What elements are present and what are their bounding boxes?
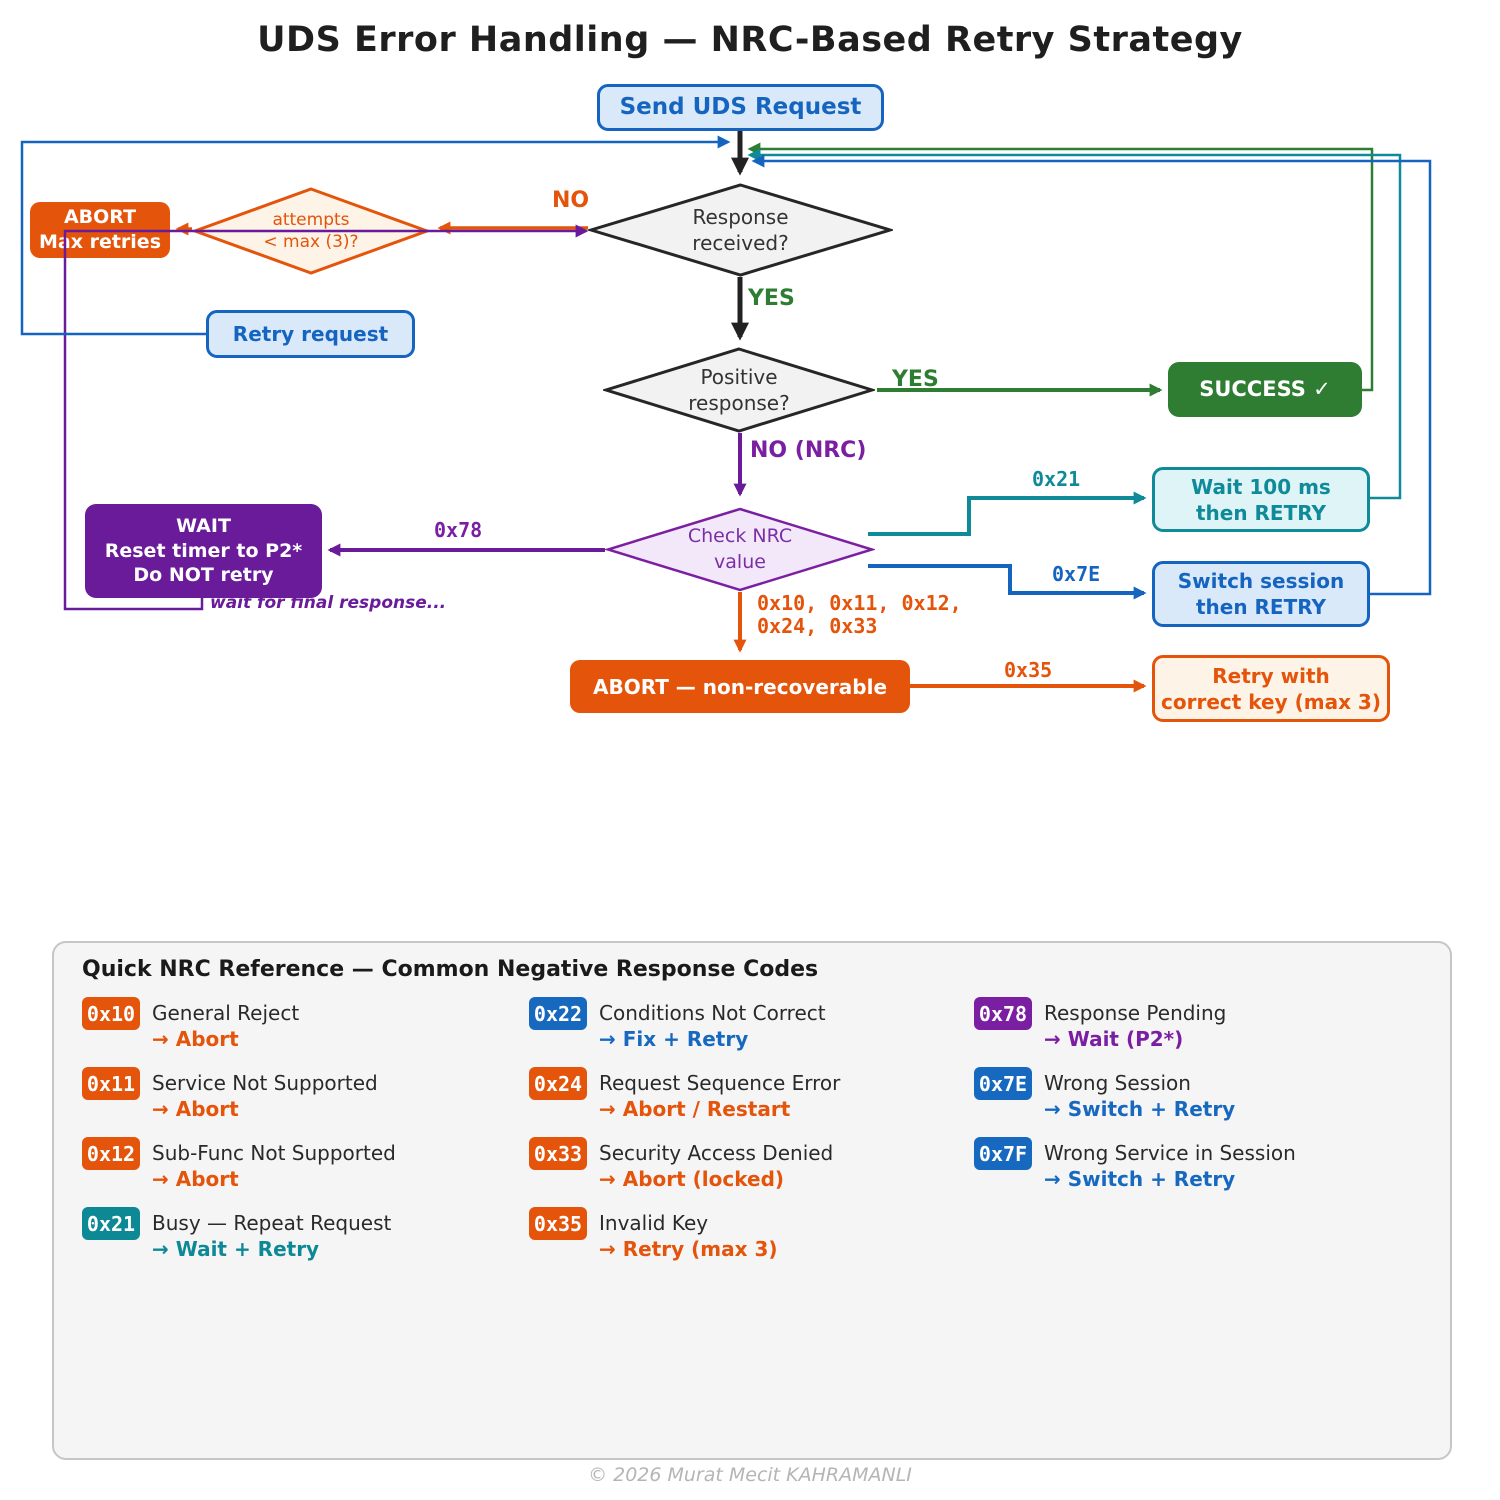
node-retry-request: Retry request (206, 310, 415, 358)
nrc-action: → Wait (P2*) (1044, 1027, 1184, 1051)
node-wait-100ms-retry: Wait 100 ms then RETRY (1152, 467, 1370, 532)
nrc-action: → Fix + Retry (599, 1027, 749, 1051)
arrow-0x21-wait (868, 491, 1147, 536)
nrc-action: → Switch + Retry (1044, 1167, 1236, 1191)
nrc-code-badge: 0x7F (974, 1137, 1032, 1170)
nrc-name: Request Sequence Error (599, 1071, 841, 1095)
nrc-name: Wrong Service in Session (1044, 1141, 1296, 1165)
arrow-0x7e-switch (868, 564, 1147, 600)
nrc-name: General Reject (152, 1001, 300, 1025)
nrc-code-badge: 0x21 (82, 1207, 140, 1240)
nrc-code-badge: 0x24 (529, 1067, 587, 1100)
nrc-name: Response Pending (1044, 1001, 1227, 1025)
node-abort-nonrecoverable: ABORT — non-recoverable (570, 660, 910, 713)
node-abort-max-retries: ABORT Max retries (30, 202, 170, 258)
nrc-name: Sub-Func Not Supported (152, 1141, 396, 1165)
nrc-name: Invalid Key (599, 1211, 709, 1235)
page-title: UDS Error Handling — NRC-Based Retry Str… (257, 20, 1243, 60)
node-success: SUCCESS ✓ (1168, 362, 1362, 417)
wait-note-label: wait for final response... (210, 593, 447, 613)
edge-label-yes-positive: YES (892, 367, 939, 392)
node-check-nrc: Check NRC value (605, 507, 875, 592)
edge-label-0x21: 0x21 (1032, 467, 1081, 491)
diamond-label: Check NRC value (687, 525, 793, 573)
nrc-code-badge: 0x22 (529, 997, 587, 1030)
nrc-code-badge: 0x33 (529, 1137, 587, 1170)
edge-label-abort-codes: 0x10, 0x11, 0x12, 0x24, 0x33 (757, 591, 962, 638)
nrc-action: → Abort (152, 1097, 239, 1121)
diamond-label: Response received? (692, 204, 789, 255)
edge-label-0x35: 0x35 (1004, 658, 1053, 682)
nrc-name: Security Access Denied (599, 1141, 834, 1165)
edge-label-no: NO (552, 188, 590, 213)
node-wait-reset-timer: WAIT Reset timer to P2* Do NOT retry (85, 504, 322, 598)
nrc-code-badge: 0x11 (82, 1067, 140, 1100)
nrc-code-badge: 0x35 (529, 1207, 587, 1240)
nrc-name: Service Not Supported (152, 1071, 378, 1095)
nrc-action: → Abort / Restart (599, 1097, 791, 1121)
nrc-code-badge: 0x7E (974, 1067, 1032, 1100)
diamond-label: attempts < max (3)? (263, 209, 359, 252)
nrc-action: → Retry (max 3) (599, 1237, 778, 1261)
nrc-reference-title: Quick NRC Reference — Common Negative Re… (82, 957, 819, 982)
edge-label-0x78: 0x78 (434, 518, 483, 542)
nrc-name: Wrong Session (1044, 1071, 1191, 1095)
edge-label-0x7e: 0x7E (1052, 562, 1101, 586)
nrc-action: → Switch + Retry (1044, 1097, 1236, 1121)
nrc-action: → Abort (locked) (599, 1167, 785, 1191)
edge-label-yes-received: YES (748, 286, 795, 311)
diamond-label: Positive response? (688, 364, 790, 415)
node-positive-response: Positive response? (603, 347, 875, 433)
nrc-action: → Abort (152, 1027, 239, 1051)
nrc-name: Busy — Repeat Request (152, 1211, 392, 1235)
nrc-action: → Abort (152, 1167, 239, 1191)
node-retry-correct-key: Retry with correct key (max 3) (1152, 655, 1390, 722)
copyright-footer: © 2026 Murat Mecit KAHRAMANLI (588, 1464, 912, 1486)
nrc-code-badge: 0x10 (82, 997, 140, 1030)
edge-label-no-nrc: NO (NRC) (750, 438, 867, 463)
nrc-reference-panel: Quick NRC Reference — Common Negative Re… (52, 941, 1452, 1460)
nrc-code-badge: 0x12 (82, 1137, 140, 1170)
nrc-name: Conditions Not Correct (599, 1001, 826, 1025)
nrc-code-badge: 0x78 (974, 997, 1032, 1030)
nrc-action: → Wait + Retry (152, 1237, 320, 1261)
node-response-received: Response received? (588, 183, 893, 277)
node-switch-session-retry: Switch session then RETRY (1152, 561, 1370, 627)
node-attempts-check: attempts < max (3)? (192, 187, 430, 275)
node-send-uds-request: Send UDS Request (597, 84, 884, 131)
